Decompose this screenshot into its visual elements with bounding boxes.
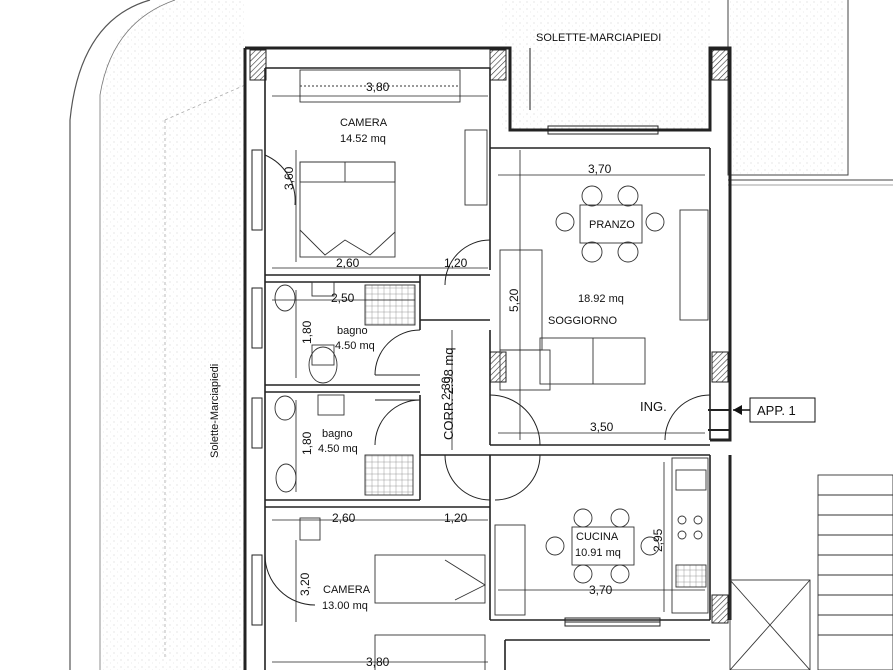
walkway-label-top: SOLETTE-MARCIAPIEDI xyxy=(536,32,662,44)
camera-top-inner-a: 2,60 xyxy=(336,256,360,270)
camera-top-width: 3,80 xyxy=(366,80,390,94)
walkway-label-left: Solette-Marciapiedi xyxy=(209,363,221,458)
bagno-2-name: bagno xyxy=(322,428,353,440)
bagno-1-area: 4.50 mq xyxy=(335,340,375,352)
camera-top-inner-b: 1,20 xyxy=(444,256,468,270)
exterior-walls xyxy=(243,46,732,670)
walkway-slabs xyxy=(69,0,893,670)
soggiorno-width-top: 3,70 xyxy=(588,162,612,176)
cucina-depth: 2,95 xyxy=(651,528,665,552)
entrance-label: ING. xyxy=(640,399,667,414)
soggiorno-area: 18.92 mq xyxy=(578,293,624,305)
windows xyxy=(251,125,661,627)
bed-top xyxy=(299,69,488,258)
camera-top-area: 14.52 mq xyxy=(340,133,386,145)
kitchen-units xyxy=(494,457,709,616)
interior-walls xyxy=(265,274,490,508)
cucina-width: 3,70 xyxy=(589,583,613,597)
camera-bottom-width: 3,80 xyxy=(366,655,390,669)
apartment-label: APP. 1 xyxy=(757,403,796,418)
cucina-area: 10.91 mq xyxy=(575,547,621,559)
bagno-2-area: 4.50 mq xyxy=(318,443,358,455)
soggiorno-depth: 5,20 xyxy=(507,288,521,312)
corr-label: CORR. 2.98 mq xyxy=(441,347,456,440)
camera-bottom-inner-b: 1,20 xyxy=(444,511,468,525)
bed-bottom xyxy=(299,517,486,670)
entrance-arrow xyxy=(733,397,816,423)
dining-table xyxy=(555,185,665,263)
camera-bottom-inner-a: 2,60 xyxy=(332,511,356,525)
camera-top-name: CAMERA xyxy=(340,117,388,129)
dimension-lines xyxy=(272,95,705,663)
camera-bottom-area: 13.00 mq xyxy=(322,600,368,612)
bagno-1-name: bagno xyxy=(337,325,368,337)
bagno-1-depth: 1,80 xyxy=(300,320,314,344)
structural-columns xyxy=(249,49,729,624)
bagno-1-width: 2,50 xyxy=(331,291,355,305)
door-swings xyxy=(264,154,730,606)
bagno-2-depth: 1,80 xyxy=(300,431,314,455)
soggiorno-name: SOGGIORNO xyxy=(548,315,618,327)
camera-top-depth: 3,60 xyxy=(282,166,296,190)
living-sofa xyxy=(499,209,709,391)
cucina-name: CUCINA xyxy=(576,531,619,543)
staircase xyxy=(729,474,893,670)
bathroom-fixtures xyxy=(274,281,416,496)
camera-bottom-name: CAMERA xyxy=(323,584,371,596)
camera-bottom-depth: 3,20 xyxy=(298,572,312,596)
soggiorno-width-bottom: 3,50 xyxy=(590,420,614,434)
pranzo-label: PRANZO xyxy=(589,219,635,231)
